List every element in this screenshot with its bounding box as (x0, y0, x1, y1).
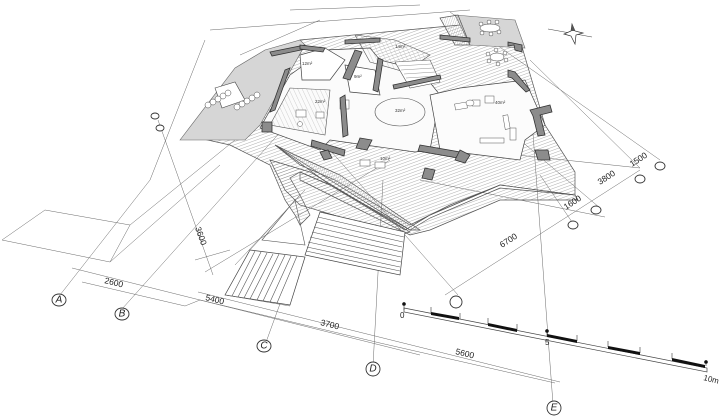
svg-text:B: B (119, 309, 126, 320)
axis-marker-d[interactable]: D (365, 361, 381, 377)
room-area-label: 22m² (315, 99, 326, 104)
svg-text:A: A (55, 295, 63, 306)
north-arrow-icon (547, 22, 593, 46)
room-area-label: 40m² (495, 100, 506, 105)
scale-end-label: 10m (703, 373, 720, 386)
front-stairs (224, 189, 406, 307)
grid-axis-markers[interactable]: A B C D E (51, 293, 562, 416)
dim-b-c: 5400 (205, 292, 226, 306)
walls (261, 34, 553, 181)
left-grey-terrace (179, 39, 306, 141)
room-area-label: 12m² (302, 61, 313, 66)
outdoor-dining-set-right (478, 19, 502, 37)
room-area-label: 10m² (380, 156, 391, 161)
svg-text:D: D (369, 364, 376, 375)
room-area-label: 32m² (395, 108, 406, 113)
scale-bar: 0 5 10m (400, 302, 720, 386)
dim-right-3: 1500 (628, 150, 650, 169)
room-labels: 10m² 22m² 14m² 12m² 9m² 32m² 40m² (302, 44, 506, 161)
interior-rooms (259, 34, 546, 169)
round-table-set (485, 47, 509, 67)
dim-right-2: 3800 (596, 168, 618, 187)
room-area-label: 9m² (354, 74, 362, 79)
dim-c-d: 3700 (320, 317, 341, 331)
axis-marker-b[interactable]: B (114, 307, 130, 321)
scale-start-label: 0 (400, 311, 405, 320)
room-area-label: 14m² (395, 44, 406, 49)
axis-marker-c[interactable]: C (256, 339, 272, 353)
living-furniture (454, 95, 517, 144)
dim-a-b: 2600 (104, 275, 125, 289)
svg-text:C: C (260, 341, 268, 352)
scale-mid-label: 5 (545, 338, 550, 347)
axis-marker-a[interactable]: A (51, 293, 67, 307)
dim-vertical: 3600 (193, 225, 209, 246)
svg-text:E: E (551, 403, 558, 414)
axis-marker-e[interactable]: E (546, 400, 562, 416)
dim-d-e: 5600 (455, 346, 476, 360)
dim-right-long: 6700 (498, 231, 520, 250)
right-axis-bubbles (150, 112, 666, 309)
outdoor-dining-set-left (204, 81, 261, 111)
